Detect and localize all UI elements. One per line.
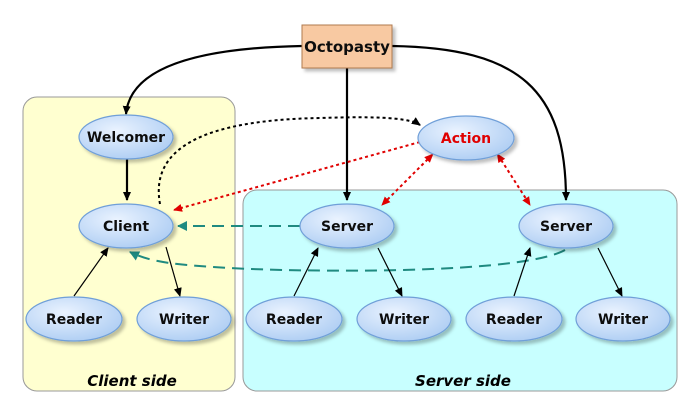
client-label: Client [103, 219, 149, 235]
edge-action-server2 [496, 153, 531, 206]
server1-reader-node: Reader [245, 296, 343, 342]
edge-server1-writer [377, 247, 403, 297]
edge-reader-server2 [513, 247, 532, 297]
server2-node: Server [518, 203, 614, 249]
client-node: Client [78, 203, 174, 249]
octopasty-node: Octopasty [301, 24, 393, 69]
octopasty-label: Octopasty [304, 38, 390, 56]
io-edges [73, 246, 623, 297]
edge-server2-writer [597, 247, 623, 297]
teal-edges [129, 221, 566, 272]
server1-writer-label: Writer [379, 312, 429, 328]
action-node: Action [417, 115, 515, 161]
edge-octopasty-welcomer [122, 44, 303, 115]
edge-reader-client [73, 247, 109, 297]
client-side-label: Client side [87, 372, 177, 390]
client-reader-node: Reader [25, 296, 123, 342]
server1-reader-label: Reader [266, 312, 322, 328]
octopasty-edges [122, 44, 570, 201]
server1-label: Server [321, 219, 373, 235]
client-writer-label: Writer [159, 312, 209, 328]
edge-client-action-dotted [157, 116, 421, 205]
welcomer-node: Welcomer [78, 114, 174, 160]
client-writer-node: Writer [136, 296, 232, 342]
client-reader-label: Reader [46, 312, 102, 328]
server2-reader-label: Reader [486, 312, 542, 328]
edge-action-client [173, 141, 421, 212]
edge-client-writer [165, 246, 182, 297]
edge-server2-client [129, 249, 566, 272]
server2-reader-node: Reader [465, 296, 563, 342]
server2-label: Server [540, 219, 592, 235]
server1-writer-node: Writer [356, 296, 452, 342]
server2-writer-label: Writer [598, 312, 648, 328]
server1-node: Server [299, 203, 395, 249]
welcomer-label: Welcomer [87, 130, 165, 146]
edge-octopasty-server2 [391, 44, 570, 201]
edge-reader-server1 [293, 247, 319, 297]
server-side-label: Server side [415, 372, 511, 390]
action-label: Action [441, 131, 491, 147]
server2-writer-node: Writer [575, 296, 671, 342]
action-edges [173, 141, 531, 212]
